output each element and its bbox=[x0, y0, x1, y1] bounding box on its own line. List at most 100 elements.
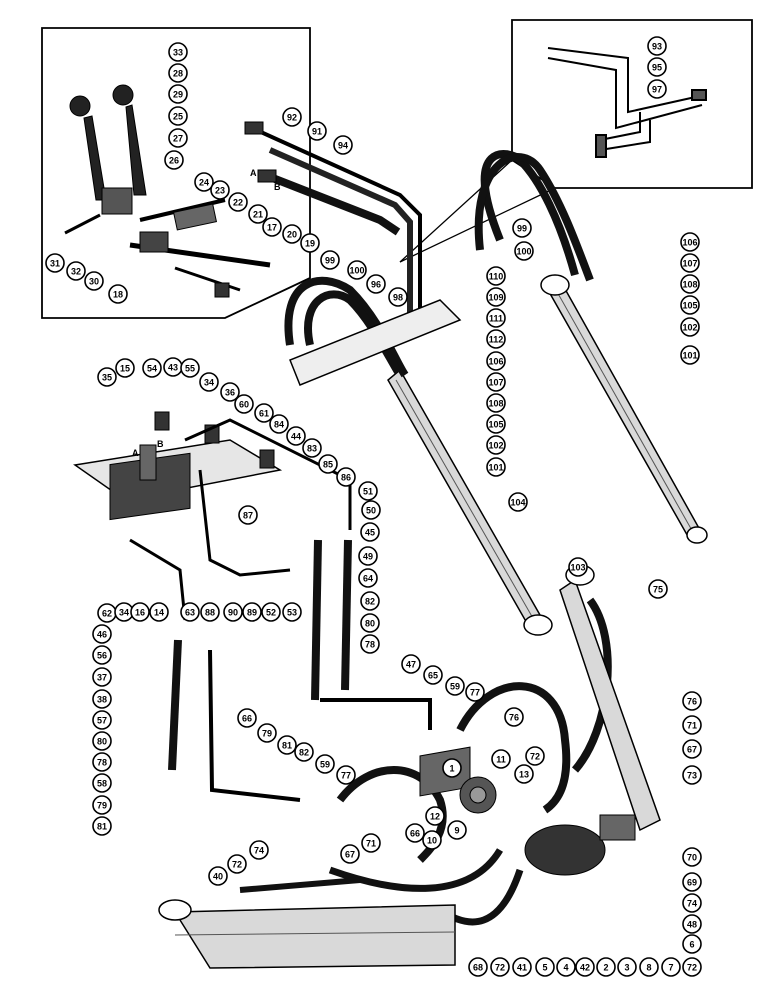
tubes-inset-frame bbox=[511, 19, 753, 189]
part-number: 101 bbox=[682, 351, 697, 361]
part-callout: 3 bbox=[617, 957, 637, 977]
part-number: 78 bbox=[365, 640, 375, 650]
part-callout: 67 bbox=[682, 739, 702, 759]
part-number: 105 bbox=[682, 301, 697, 311]
part-number: 17 bbox=[267, 223, 277, 233]
part-number: 12 bbox=[430, 812, 440, 822]
part-callout: 78 bbox=[360, 634, 380, 654]
part-number: 57 bbox=[97, 716, 107, 726]
part-number: 2 bbox=[603, 963, 608, 973]
part-number: 78 bbox=[97, 758, 107, 768]
part-number: 94 bbox=[338, 141, 348, 151]
lever-handle bbox=[83, 115, 107, 201]
part-callout: 110 bbox=[486, 266, 506, 286]
link-end bbox=[214, 282, 230, 298]
part-number: 24 bbox=[199, 178, 209, 188]
part-number: 8 bbox=[646, 963, 651, 973]
part-number: 29 bbox=[173, 90, 183, 100]
part-callout: 56 bbox=[92, 645, 112, 665]
part-number: 87 bbox=[243, 511, 253, 521]
part-number: 22 bbox=[233, 198, 243, 208]
part-callout: 100 bbox=[347, 260, 367, 280]
part-number: 106 bbox=[488, 357, 503, 367]
part-number: 81 bbox=[282, 741, 292, 751]
part-callout: 40 bbox=[208, 866, 228, 886]
part-number: 42 bbox=[580, 963, 590, 973]
part-callout: 81 bbox=[277, 735, 297, 755]
part-number: 80 bbox=[365, 619, 375, 629]
part-callout: 77 bbox=[465, 682, 485, 702]
part-callout: 2 bbox=[596, 957, 616, 977]
part-callout: 37 bbox=[92, 667, 112, 687]
part-callout: 4 bbox=[556, 957, 576, 977]
part-callout: 19 bbox=[300, 233, 320, 253]
part-number: 41 bbox=[517, 963, 527, 973]
part-number: 10 bbox=[427, 836, 437, 846]
part-callout: 20 bbox=[282, 224, 302, 244]
part-callout: 23 bbox=[210, 180, 230, 200]
part-number: 77 bbox=[470, 688, 480, 698]
part-number: 101 bbox=[488, 463, 503, 473]
part-callout: 112 bbox=[486, 329, 506, 349]
part-callout: 17 bbox=[262, 217, 282, 237]
part-callout: 53 bbox=[282, 602, 302, 622]
part-callout: 102 bbox=[486, 435, 506, 455]
part-number: 79 bbox=[262, 729, 272, 739]
part-callout: 82 bbox=[294, 742, 314, 762]
part-callout: 33 bbox=[168, 42, 188, 62]
part-callout: 35 bbox=[97, 367, 117, 387]
part-number: 36 bbox=[225, 388, 235, 398]
part-callout: 34 bbox=[199, 372, 219, 392]
part-number: 108 bbox=[488, 399, 503, 409]
part-callout: 14 bbox=[149, 602, 169, 622]
part-callout: 88 bbox=[200, 602, 220, 622]
part-number: 85 bbox=[323, 460, 333, 470]
part-number: 4 bbox=[563, 963, 568, 973]
part-callout: 105 bbox=[486, 414, 506, 434]
part-number: 23 bbox=[215, 186, 225, 196]
part-callout: 103 bbox=[568, 557, 588, 577]
part-callout: 80 bbox=[360, 613, 380, 633]
part-number: 66 bbox=[242, 714, 252, 724]
part-number: 106 bbox=[682, 238, 697, 248]
part-number: 26 bbox=[169, 156, 179, 166]
part-number: 7 bbox=[668, 963, 673, 973]
part-number: 64 bbox=[363, 574, 373, 584]
part-number: 50 bbox=[366, 506, 376, 516]
part-number: 74 bbox=[687, 899, 697, 909]
part-number: 13 bbox=[519, 770, 529, 780]
part-callout: 61 bbox=[254, 403, 274, 423]
part-callout: 5 bbox=[535, 957, 555, 977]
part-number: 45 bbox=[365, 528, 375, 538]
part-callout: 47 bbox=[401, 654, 421, 674]
part-number: 53 bbox=[287, 608, 297, 618]
part-number: 91 bbox=[312, 127, 322, 137]
mid-hoses bbox=[168, 539, 432, 802]
part-callout: 54 bbox=[142, 358, 162, 378]
pump-assembly bbox=[158, 564, 661, 969]
part-number: 18 bbox=[113, 290, 123, 300]
part-number: 30 bbox=[89, 277, 99, 287]
lever-inset-frame bbox=[41, 27, 311, 319]
part-callout: 48 bbox=[682, 914, 702, 934]
control-levers bbox=[64, 84, 271, 298]
part-callout: 29 bbox=[168, 84, 188, 104]
part-callout: 95 bbox=[647, 57, 667, 77]
part-number: 48 bbox=[687, 920, 697, 930]
lever-handle bbox=[125, 104, 147, 196]
part-number: 76 bbox=[509, 713, 519, 723]
part-number: 97 bbox=[652, 85, 662, 95]
part-callout: 8 bbox=[639, 957, 659, 977]
part-callout: 30 bbox=[84, 271, 104, 291]
part-callout: 10 bbox=[422, 830, 442, 850]
part-callout: 78 bbox=[92, 752, 112, 772]
part-callout: 74 bbox=[249, 840, 269, 860]
part-number: 56 bbox=[97, 651, 107, 661]
part-callout: 6 bbox=[682, 934, 702, 954]
part-callout: 81 bbox=[92, 816, 112, 836]
part-callout: 98 bbox=[388, 287, 408, 307]
part-number: 102 bbox=[682, 323, 697, 333]
part-number: 102 bbox=[488, 441, 503, 451]
part-callout: 28 bbox=[168, 63, 188, 83]
